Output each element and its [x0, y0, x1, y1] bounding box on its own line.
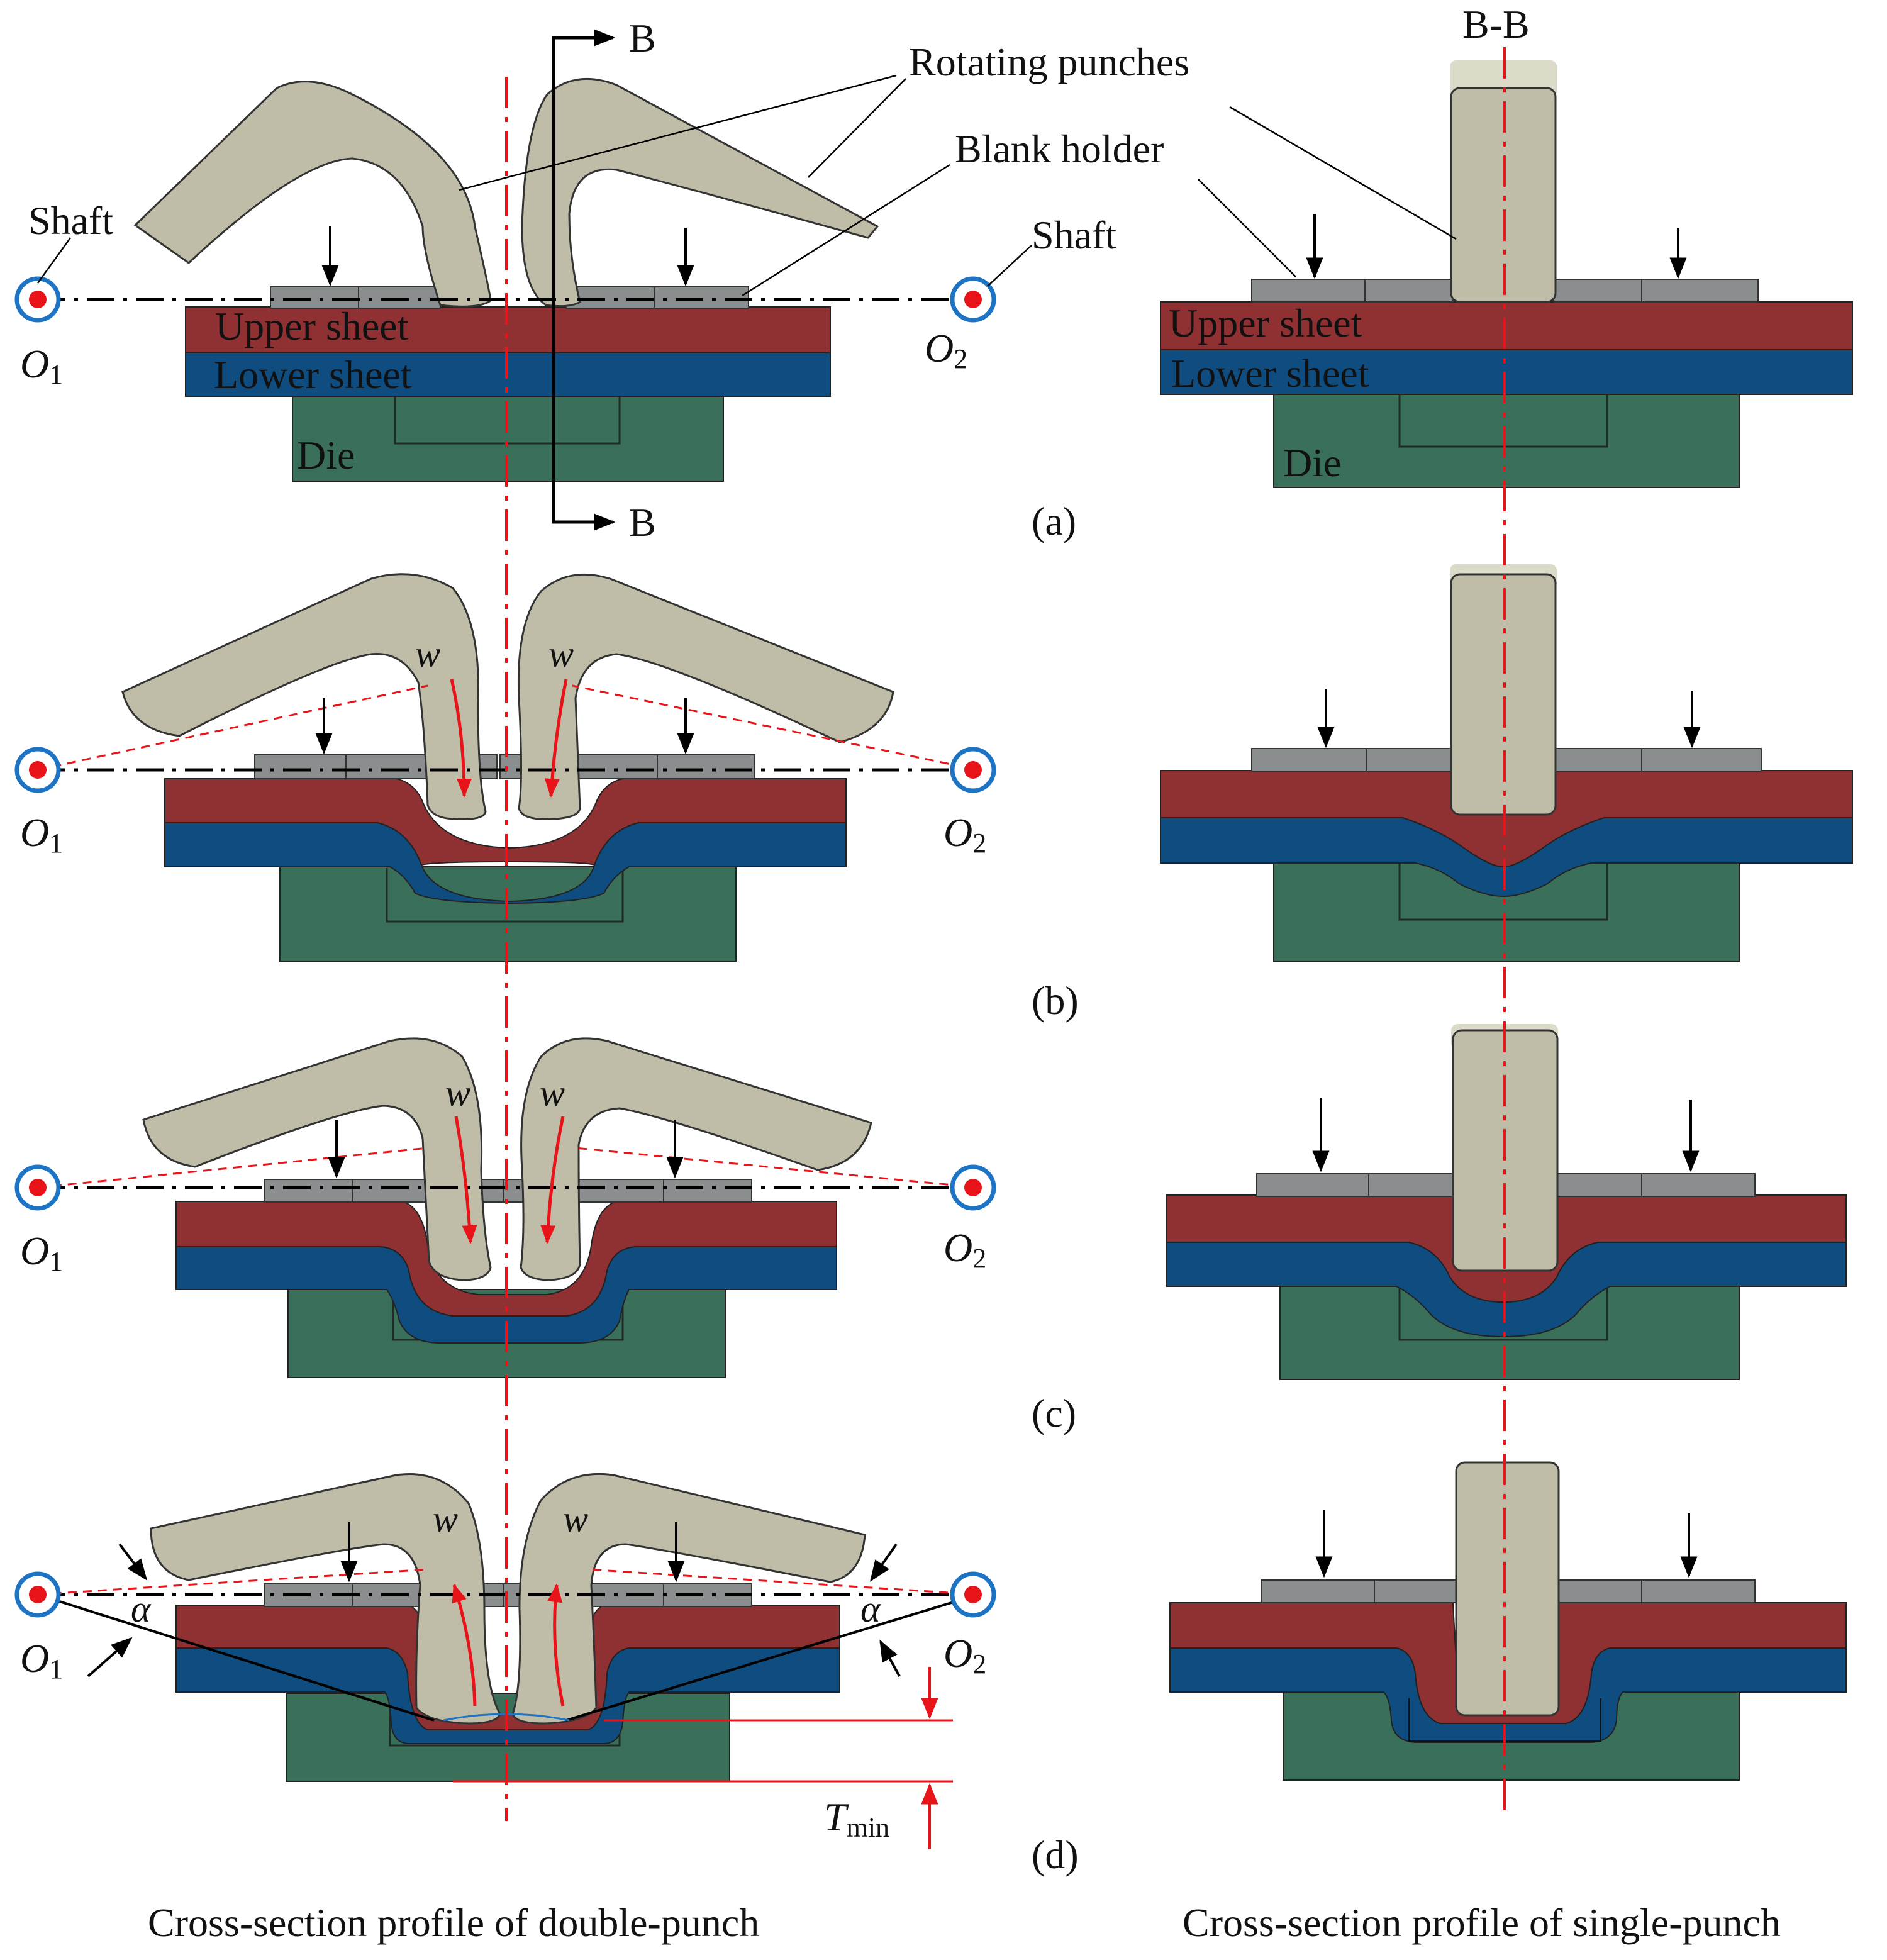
panel-b-double-punch: w w O1 O2 (b)	[17, 573, 1079, 1023]
shaft-icon	[17, 1574, 58, 1615]
rotation-arrow-icon	[540, 1116, 565, 1244]
rotation-arrow-icon	[544, 679, 568, 798]
rotation-arrow-icon	[452, 1583, 477, 1707]
label-upper-sheet: Upper sheet	[215, 304, 409, 348]
panel-label-d: (d)	[1032, 1832, 1079, 1877]
panel-c-double-punch: w w O1 O2 (c)	[17, 1037, 1076, 1435]
rotating-punch-right	[520, 1037, 872, 1281]
rotating-punch-right	[521, 77, 879, 308]
upper-sheet	[164, 778, 847, 866]
upper-sheet	[185, 306, 831, 353]
label-section-bb: B-B	[1462, 2, 1530, 47]
rotation-arrow-icon	[547, 1583, 565, 1707]
omega-label: w	[563, 1498, 588, 1540]
omega-label: w	[415, 633, 440, 675]
label-o1: O1	[20, 810, 63, 859]
blank-holder	[1261, 1579, 1756, 1603]
section-mark-top: B	[629, 16, 656, 60]
panel-c-single-punch	[1166, 1024, 1847, 1380]
shaft-icon	[952, 1574, 994, 1615]
label-o2: O2	[944, 1631, 986, 1679]
alpha-arrow-icon	[87, 1637, 133, 1678]
alpha-arrow-icon	[118, 1543, 148, 1581]
label-blank-holder: Blank holder	[955, 126, 1164, 171]
panel-label-c: (c)	[1032, 1391, 1076, 1435]
rotating-punch-left	[133, 81, 492, 308]
rotating-punch-left	[121, 573, 487, 820]
label-die: Die	[1283, 440, 1341, 485]
label-tmin: Tmin	[824, 1795, 889, 1843]
alpha-label: α	[131, 1588, 152, 1630]
section-arrow-icon	[552, 29, 616, 531]
shaft-icon	[952, 279, 994, 320]
label-rotating-punches: Rotating punches	[909, 40, 1189, 84]
blank-holder	[1256, 1173, 1756, 1197]
alpha-arrow-icon	[879, 1640, 901, 1677]
section-mark-bottom: B	[629, 500, 656, 545]
rotation-arrow-icon	[454, 1116, 477, 1244]
omega-label: w	[548, 633, 574, 675]
label-die: Die	[297, 433, 355, 477]
label-shaft-right: Shaft	[1032, 213, 1116, 257]
label-o2: O2	[944, 1225, 986, 1274]
omega-label: w	[433, 1498, 458, 1540]
omega-label: w	[445, 1072, 470, 1114]
die	[279, 866, 737, 962]
shaft-icon	[952, 749, 994, 791]
lower-sheet	[1160, 348, 1853, 395]
lower-sheet	[185, 350, 831, 397]
rotating-punch-right	[517, 573, 894, 820]
panel-d-single-punch	[1169, 1461, 1847, 1781]
alpha-label: α	[860, 1588, 881, 1630]
die	[1273, 393, 1740, 488]
rotation-arrow-icon	[450, 679, 472, 798]
alpha-arrow-icon	[870, 1543, 898, 1582]
blank-holder	[270, 286, 749, 309]
label-o1: O1	[20, 342, 63, 390]
panel-label-a: (a)	[1032, 499, 1076, 543]
blank-holder	[254, 754, 755, 779]
caption-double-punch: Cross-section profile of double-punch	[148, 1900, 759, 1945]
rotating-punch-left	[142, 1037, 492, 1281]
omega-label: w	[540, 1072, 565, 1114]
shaft-icon	[17, 749, 58, 791]
label-o1: O1	[20, 1228, 63, 1277]
label-shaft-left: Shaft	[28, 198, 113, 243]
shaft-icon	[17, 279, 58, 320]
label-o1: O1	[20, 1636, 63, 1684]
panel-a-single-punch: B-B Upper sheet Lower sheet Die	[1160, 2, 1853, 488]
panel-label-b: (b)	[1032, 978, 1079, 1023]
panel-a-double-punch: B B Rotating punches Blank holder Shaft …	[17, 16, 1189, 545]
die	[292, 393, 724, 482]
blank-holder	[1251, 279, 1759, 303]
upper-sheet	[1160, 301, 1853, 350]
label-lower-sheet: Lower sheet	[1171, 351, 1369, 396]
rotating-punch-left	[150, 1473, 501, 1725]
blank-holder	[264, 1179, 752, 1203]
label-o2: O2	[944, 810, 986, 859]
label-lower-sheet: Lower sheet	[214, 352, 412, 397]
label-upper-sheet: Upper sheet	[1169, 301, 1362, 345]
rotating-punch	[1455, 1461, 1560, 1717]
panel-d-double-punch: w w α α O1 O2 Tmin (d)	[17, 1473, 1079, 1877]
shaft-icon	[952, 1167, 994, 1208]
label-o2: O2	[925, 326, 967, 374]
panel-b-single-punch	[1160, 564, 1853, 962]
caption-single-punch: Cross-section profile of single-punch	[1183, 1900, 1781, 1945]
shaft-icon	[17, 1167, 58, 1208]
